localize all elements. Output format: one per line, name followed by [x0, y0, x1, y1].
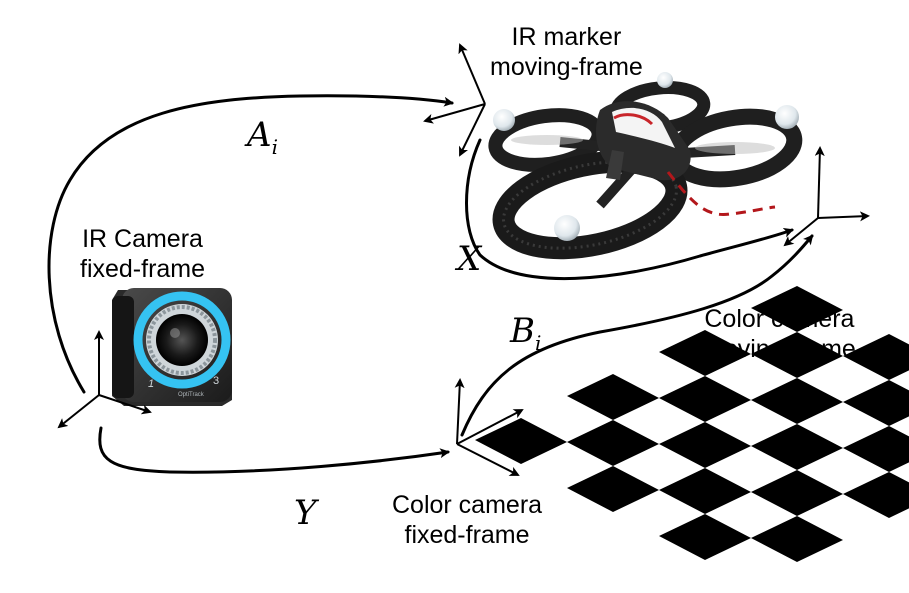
- transform-a-subscript: i: [271, 134, 278, 159]
- label-ir-camera: IR Camera fixed-frame: [80, 224, 205, 284]
- label-color-camera-fixed-line1: Color camera: [392, 491, 543, 519]
- transform-a-symbol: A: [247, 115, 272, 155]
- checker-square: [751, 424, 843, 470]
- frame-color-camera-moving: [783, 146, 870, 247]
- label-ir-marker-line1: IR marker: [511, 23, 622, 51]
- marker-ball: [657, 72, 673, 88]
- transform-y-symbol: Y: [294, 493, 317, 533]
- ir-camera-device: 1 OptiTrack 3: [112, 288, 232, 406]
- checker-square: [659, 376, 751, 422]
- curve-a: [47, 94, 454, 394]
- curve-b: [460, 234, 814, 437]
- camera-left-digit: 1: [148, 378, 154, 390]
- label-color-camera-fixed-line2: fixed-frame: [404, 521, 530, 549]
- checker-square: [659, 422, 751, 468]
- label-color-camera-fixed: Color camera fixed-frame: [392, 490, 542, 550]
- transform-x-label: X: [457, 240, 481, 278]
- checker-square: [751, 470, 843, 516]
- quadcopter-drone: [488, 72, 803, 260]
- checker-square: [567, 466, 659, 512]
- marker-ball: [554, 215, 580, 241]
- transform-a-label: Ai: [247, 116, 278, 166]
- camera-led-ring: [133, 291, 231, 389]
- camera-right-digit: 3: [213, 375, 219, 387]
- checker-square: [751, 286, 843, 332]
- label-ir-camera-line2: fixed-frame: [80, 255, 206, 283]
- frame-ir-marker: [423, 43, 486, 157]
- marker-ball: [493, 109, 515, 131]
- dashed-link: [666, 171, 776, 217]
- checker-square: [843, 334, 909, 380]
- checker-square: [751, 378, 843, 424]
- label-color-camera-moving-line2: moving-frame: [703, 335, 856, 363]
- checker-square: [843, 472, 909, 518]
- checker-square: [843, 380, 909, 426]
- checker-square: [659, 468, 751, 514]
- checker-square: [751, 332, 843, 378]
- camera-brand: OptiTrack: [178, 392, 205, 398]
- label-ir-camera-line1: IR Camera: [82, 225, 203, 253]
- checker-square: [567, 374, 659, 420]
- marker-ball: [775, 105, 799, 129]
- label-ir-marker-line2: moving-frame: [490, 53, 643, 81]
- transform-b-label: Bi: [510, 312, 541, 362]
- label-color-camera-moving: Color camera moving-frame: [703, 304, 856, 364]
- checker-square: [659, 514, 751, 560]
- checkerboard-target: [475, 286, 909, 562]
- checker-square: [475, 418, 567, 464]
- transform-x-symbol: X: [457, 239, 482, 279]
- frame-color-camera-fixed: [454, 378, 524, 476]
- transform-y-label: Y: [294, 494, 316, 532]
- curve-x: [465, 138, 794, 281]
- label-ir-marker: IR marker moving-frame: [490, 22, 643, 82]
- checker-square: [843, 426, 909, 472]
- checker-square: [567, 420, 659, 466]
- transform-b-symbol: B: [510, 311, 535, 351]
- checker-square: [751, 516, 843, 562]
- camera-lens: [156, 314, 208, 366]
- curve-y: [98, 426, 450, 474]
- checker-square: [659, 330, 751, 376]
- transform-b-subscript: i: [535, 330, 542, 355]
- label-color-camera-moving-line1: Color camera: [704, 305, 855, 333]
- frame-ir-camera: [57, 330, 152, 429]
